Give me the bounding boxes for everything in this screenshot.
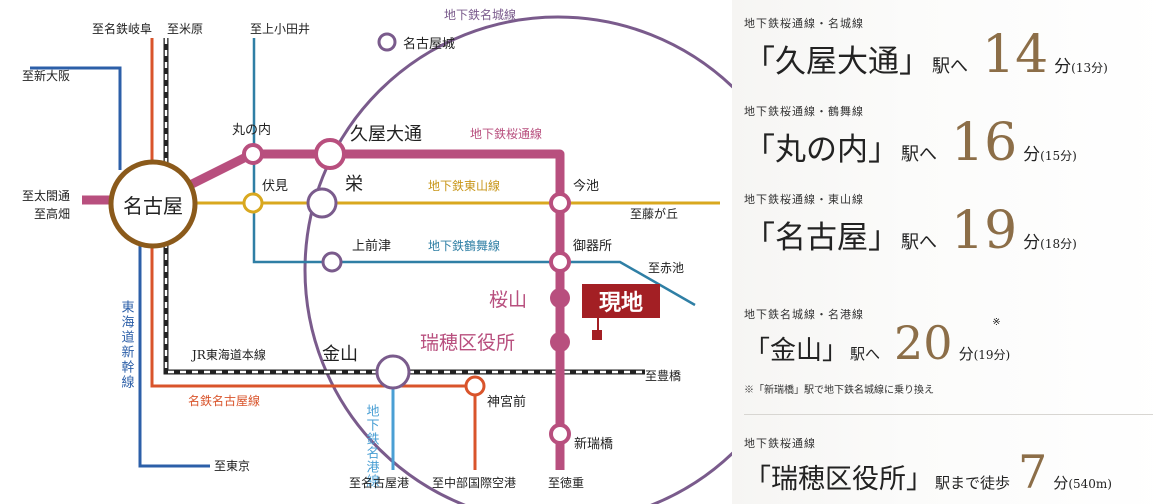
station-kanayama-marker <box>375 354 411 390</box>
line-meiko-label: 地下鉄名港線 <box>364 404 380 488</box>
station-kamimaezu-label: 上前津 <box>352 238 391 254</box>
access-entry-mizuho: 地下鉄桜通線 「瑞穂区役所」 駅まで徒歩 7 分 (540m) <box>744 435 1161 496</box>
access-minutes-sub: (540m) <box>1068 477 1112 491</box>
access-minutes-sub: (15分) <box>1040 149 1077 163</box>
station-fushimi-label: 伏見 <box>262 179 288 194</box>
station-nagoyajo-marker <box>377 32 397 52</box>
station-nagoya-marker <box>108 159 198 249</box>
current-location-dot <box>592 330 602 340</box>
access-entry-nagoya: 地下鉄桜通線・東山線 「名古屋」 駅へ 19 分 (18分) <box>744 191 1161 257</box>
access-minutes-sub: (13分) <box>1071 61 1108 75</box>
direction-airport: 至中部国際空港 <box>432 475 516 490</box>
line-meijo-label: 地下鉄名城線 <box>444 7 516 22</box>
access-line-label: 地下鉄桜通線 <box>744 437 816 450</box>
access-footnote-mark: ※ <box>992 317 1001 328</box>
access-minutes: 14 <box>982 25 1049 85</box>
access-divider <box>744 414 1153 415</box>
station-sakae-marker <box>306 187 338 219</box>
direction-akaike: 至赤池 <box>648 261 684 275</box>
access-suffix: 駅へ <box>932 56 968 77</box>
direction-fujigaoka: 至藤が丘 <box>630 206 678 221</box>
station-kanayama-label: 金山 <box>322 344 358 365</box>
route-map: 名古屋 現地 名古屋城 丸の内 久屋大通 伏見 栄 今池 上前津 御器所 桜山 … <box>22 7 732 504</box>
access-line-label: 地下鉄名城線・名港線 <box>744 308 864 321</box>
shinkansen-line-south <box>138 238 210 468</box>
current-location-label: 現地 <box>599 290 643 316</box>
access-line-label: 地下鉄桜通線・名城線 <box>744 17 864 30</box>
access-station-name: 「瑞穂区役所」 <box>744 464 933 495</box>
access-suffix: 駅まで徒歩 <box>935 474 1011 492</box>
access-minutes-unit: 分 <box>1023 145 1041 165</box>
access-station-name: 「金山」 <box>744 336 849 366</box>
station-jingumae-marker <box>464 375 486 397</box>
station-imaike-label: 今池 <box>573 178 599 194</box>
access-station-name: 「丸の内」 <box>744 132 899 168</box>
access-line-label: 地下鉄桜通線・東山線 <box>744 193 864 206</box>
access-station-name: 「名古屋」 <box>744 220 899 256</box>
direction-toyohashi: 至豊橋 <box>645 369 681 383</box>
access-entry-kanayama: 地下鉄名城線・名港線 「金山」 駅へ 20 分 (19分) ※ <box>744 306 1161 367</box>
access-line-label: 地下鉄桜通線・鶴舞線 <box>744 105 864 118</box>
tsurumai-line <box>252 38 696 307</box>
direction-beimai: 至米原 <box>167 22 203 36</box>
line-sakuradori-label: 地下鉄桜通線 <box>470 126 542 141</box>
direction-kamiotai: 至上小田井 <box>250 22 310 36</box>
station-aratama-label: 新瑞橋 <box>574 436 613 452</box>
access-suffix: 駅へ <box>901 144 937 165</box>
station-gokiso-label: 御器所 <box>573 239 612 254</box>
station-hisaya-marker <box>314 138 346 170</box>
station-nagoya-label: 名古屋 <box>123 194 183 218</box>
access-minutes: 19 <box>951 201 1018 261</box>
direction-tokyo: 至東京 <box>214 459 250 473</box>
station-sakae-label: 栄 <box>345 174 363 195</box>
station-fushimi-marker <box>242 192 264 214</box>
station-kamimaezu-marker <box>321 251 343 273</box>
direction-nagoyako: 至名古屋港 <box>349 475 409 490</box>
access-minutes-unit: 分 <box>958 345 974 363</box>
access-entry-hisaya: 地下鉄桜通線・名城線 「久屋大通」 駅へ 14 分 (13分) <box>744 15 1161 81</box>
direction-takabata: 至高畑 <box>34 206 70 221</box>
jr-tokaido-line-base <box>163 38 645 375</box>
current-location-box <box>582 284 660 318</box>
line-higashiyama-label: 地下鉄東山線 <box>428 178 500 193</box>
station-nagoyajo-label: 名古屋城 <box>403 36 455 52</box>
station-gokiso-marker <box>549 251 571 273</box>
access-minutes: 20 <box>894 316 953 370</box>
access-minutes: 7 <box>1018 445 1048 499</box>
access-minutes-unit: 分 <box>1053 474 1069 492</box>
meijo-line-loop <box>303 15 732 504</box>
access-suffix: 駅へ <box>850 345 881 363</box>
line-shinkansen-label: 東海道新幹線 <box>119 299 135 390</box>
line-meitetsu-label: 名鉄名古屋線 <box>188 393 260 408</box>
access-minutes-unit: 分 <box>1023 233 1041 253</box>
access-transfer-note: ※「新瑞橋」駅で地下鉄名城線に乗り換え <box>744 385 934 396</box>
access-minutes-sub: (18分) <box>1040 237 1077 251</box>
station-marunouchi-marker <box>242 143 264 165</box>
station-aratama-marker <box>549 423 571 445</box>
access-panel: 地下鉄桜通線・名城線 「久屋大通」 駅へ 14 分 (13分) 地下鉄桜通線・鶴… <box>732 0 1171 504</box>
station-sakurayama-marker <box>550 288 570 308</box>
access-minutes-unit: 分 <box>1054 57 1072 77</box>
station-mizuho-label: 瑞穂区役所 <box>420 332 515 354</box>
station-hisaya-label: 久屋大通 <box>350 124 422 145</box>
station-marunouchi-label: 丸の内 <box>232 122 271 138</box>
station-sakurayama-label: 桜山 <box>489 289 527 311</box>
station-imaike-marker <box>549 192 571 214</box>
direction-tokushige: 至徳重 <box>548 475 584 490</box>
access-entry-marunouchi: 地下鉄桜通線・鶴舞線 「丸の内」 駅へ 16 分 (15分) <box>744 103 1161 169</box>
station-mizuho-marker <box>550 332 570 352</box>
access-station-name: 「久屋大通」 <box>744 44 930 80</box>
station-jingumae-label: 神宮前 <box>487 394 526 410</box>
jr-tokaido-line-dash <box>164 38 645 374</box>
direction-shinosaka: 至新大阪 <box>22 68 70 83</box>
access-suffix: 駅へ <box>901 232 937 253</box>
line-jr-tokaido-label: JR東海道本線 <box>190 347 266 362</box>
shinkansen-line <box>30 66 122 170</box>
direction-meitetsu-gifu: 至名鉄岐阜 <box>92 21 152 36</box>
direction-taikoudori: 至太閤通 <box>22 188 70 203</box>
access-minutes-sub: (19分) <box>973 348 1011 362</box>
access-minutes: 16 <box>951 113 1018 173</box>
line-tsurumai-label: 地下鉄鶴舞線 <box>428 238 500 253</box>
